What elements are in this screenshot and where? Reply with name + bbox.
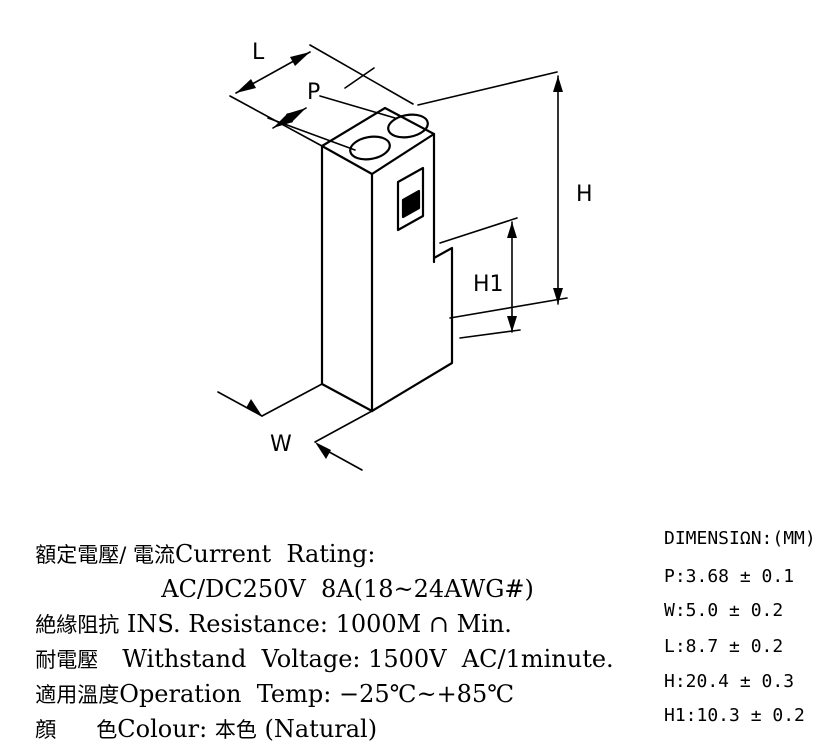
label-h1: H1 — [473, 272, 504, 297]
dimension-arrowheads — [236, 52, 563, 459]
spec-colour-value-en: (Natural) — [264, 715, 378, 743]
spec-operation-temp-en: Operation Temp: −25℃~+85℃ — [119, 680, 515, 708]
label-l: L — [252, 40, 265, 65]
spec-operation-temp: 適用溫度Operation Temp: −25℃~+85℃ — [20, 652, 514, 709]
dimension-h — [417, 71, 568, 319]
spec-colour-cn-2: 色 — [96, 718, 118, 742]
spec-current-rating-value: AC/DC250V 8A(18~24AWG#) — [146, 547, 534, 603]
spec-colour-cn-1: 顔 — [35, 718, 57, 742]
contact-hole-back — [387, 113, 429, 139]
label-h: H — [576, 182, 593, 207]
label-p: P — [307, 80, 320, 105]
spec-colour: 顔 色Colour: 本色 (Natural) — [20, 687, 377, 744]
spec-withstand-voltage-en: Withstand Voltage: 1500V AC/1minute. — [122, 645, 614, 673]
spec-operation-temp-cn: 適用溫度 — [35, 683, 120, 707]
contact-hole-front — [349, 135, 391, 161]
locking-window — [396, 166, 425, 232]
spec-current-rating-cn: 額定電壓/ 電流 — [35, 543, 176, 567]
dimension-item-p: P:3.68 ± 0.1 — [664, 566, 795, 587]
dimension-title: DIMENSIΩN:(MM) — [664, 528, 816, 549]
dimension-item-h: H:20.4 ± 0.3 — [664, 671, 795, 692]
spec-current-rating-value-text: AC/DC250V 8A(18~24AWG#) — [161, 575, 534, 603]
spec-ins-resistance: 絶緣阻抗 INS. Resistance: 1000M ∩ Min. — [20, 582, 512, 639]
dimension-item-w: W:5.0 ± 0.2 — [664, 600, 784, 621]
label-w: W — [270, 432, 292, 457]
dimension-item-l: L:8.7 ± 0.2 — [664, 636, 784, 657]
dimension-item-h1: H1:10.3 ± 0.2 — [664, 705, 805, 726]
spec-withstand-voltage-cn: 耐電壓 — [35, 648, 99, 672]
spec-ins-resistance-en: INS. Resistance: 1000M ∩ Min. — [126, 610, 512, 638]
spec-colour-value-cn: 本色 — [214, 718, 257, 742]
housing-outline — [320, 106, 454, 413]
spec-current-rating-en: Current Rating: — [175, 540, 376, 568]
spec-withstand-voltage: 耐電壓 Withstand Voltage: 1500V AC/1minute. — [20, 617, 614, 674]
spec-current-rating: 額定電壓/ 電流Current Rating: — [20, 512, 376, 569]
dimension-h1 — [439, 217, 521, 339]
connector-housing-drawing: L P H H1 W — [217, 40, 593, 471]
dimension-w — [217, 383, 373, 471]
spec-ins-resistance-cn: 絶緣阻抗 — [35, 613, 120, 637]
spec-colour-en: Colour: — [117, 715, 208, 743]
